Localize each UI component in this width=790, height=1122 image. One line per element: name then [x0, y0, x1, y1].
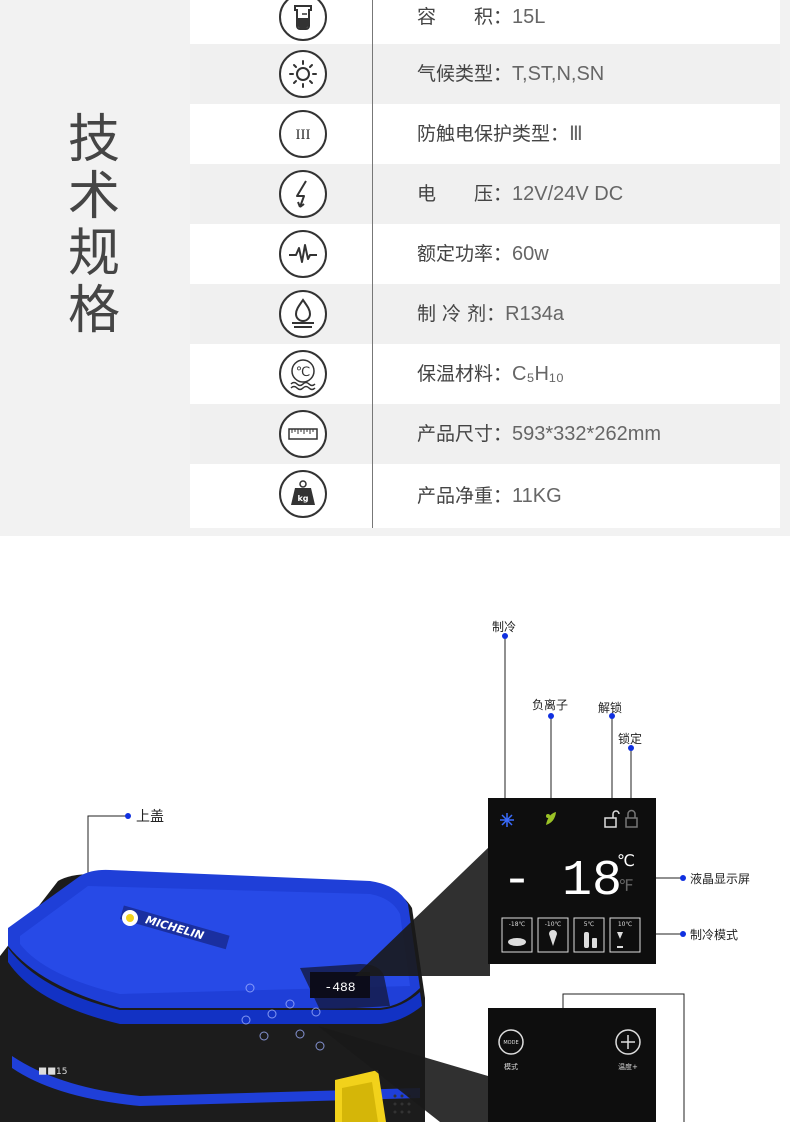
mode-button[interactable] — [498, 1029, 524, 1055]
spec-value: R134a — [505, 303, 565, 325]
callout-dot-unlock — [609, 713, 615, 719]
spec-value: T,ST,N,SN — [512, 63, 605, 85]
mode-box-frozen — [501, 917, 533, 953]
weight-icon: kg — [279, 470, 327, 518]
insulation-temp-icon: ℃ — [279, 350, 327, 398]
spec-value: 11KG — [512, 485, 562, 507]
unit-celsius: ℃ — [617, 851, 635, 870]
spec-row-climate: 气候类型：T,ST,N,SN — [190, 44, 780, 104]
lcd-zoom-pointer — [355, 846, 490, 976]
volume-beaker-icon — [279, 0, 327, 41]
spec-value: 60w — [512, 243, 549, 265]
mode-box-drinks — [573, 917, 605, 953]
callout-dot-lcd — [680, 875, 686, 881]
callout-lcd: 液晶显示屏 — [690, 872, 751, 886]
product-illustration: -488 MICHELIN ◼◼ 15 — [0, 633, 686, 1122]
spec-label: 容 积： — [417, 6, 513, 28]
spec-value: C₅H₁₀ — [512, 363, 565, 385]
lightning-icon — [279, 170, 327, 218]
spec-row-refrigerant: 制 冷 剂：R134a — [190, 284, 780, 344]
plus-icon — [621, 1035, 635, 1049]
spec-row-weight: kg 产品净重：11KG — [190, 464, 780, 528]
mode-temp-label: -18℃ — [509, 921, 526, 928]
spec-label: 制 冷 剂： — [417, 303, 506, 325]
weight-icon-text: kg — [297, 494, 308, 503]
mode-temp-label: 5℃ — [584, 921, 595, 928]
model-label: ◼◼ — [38, 1064, 56, 1077]
spec-title: 技 术 规 格 — [62, 112, 126, 340]
protection-class-text: III — [296, 127, 311, 143]
spec-row-insulation: ℃ 保温材料：C₅H₁₀ — [190, 344, 780, 404]
spec-title-char: 规 — [67, 224, 120, 284]
mode-button-text: MODE — [503, 1040, 518, 1046]
cooler-body: -488 MICHELIN ◼◼ 15 — [0, 869, 425, 1122]
unit-fahrenheit: ℉ — [618, 876, 633, 895]
can-icon — [592, 938, 597, 948]
callout-lid: 上盖 — [136, 809, 164, 825]
callout-dot-lid — [125, 813, 131, 819]
spec-title-char: 术 — [67, 167, 120, 227]
snowflake-icon — [500, 813, 514, 827]
spec-label: 电 压： — [417, 183, 513, 205]
buttons-zoom-pointer — [318, 1026, 488, 1122]
anion-leaf-icon — [546, 812, 556, 825]
mini-display-readout: -488 — [324, 980, 355, 995]
callout-lock: 锁定 — [618, 732, 643, 746]
spec-row-size: 产品尺寸：593*332*262mm — [190, 404, 780, 464]
product-section: -488 MICHELIN ◼◼ 15 — [0, 536, 790, 1122]
spec-label: 防触电保护类型： — [417, 123, 570, 145]
spec-row-power: 额定功率：60w — [190, 224, 780, 284]
callout-unlock: 解锁 — [598, 701, 623, 715]
spec-label: 产品尺寸： — [417, 423, 513, 445]
spec-value: Ⅲ — [569, 123, 583, 145]
fish-icon — [508, 938, 526, 946]
spec-value: 15L — [512, 6, 546, 28]
mode-temp-label: -10℃ — [545, 921, 562, 928]
spec-divider — [372, 0, 373, 528]
mode-button-label: 模式 — [504, 1062, 518, 1071]
lcd-temperature: - 18 — [502, 853, 622, 910]
spec-label: 气候类型： — [417, 63, 513, 85]
spec-row-volume: 容 积：15L — [190, 0, 780, 47]
climate-sun-icon — [279, 50, 327, 98]
bottle-icon — [584, 932, 589, 948]
model-number: 15 — [56, 1067, 67, 1077]
power-wave-icon — [279, 230, 327, 278]
spec-value: 12V/24V DC — [512, 183, 624, 205]
callout-dot-lock — [628, 745, 634, 751]
temp-plus-label: 温度+ — [618, 1062, 638, 1071]
wine-glass-icon — [617, 932, 623, 948]
callout-cooling: 制冷 — [492, 620, 517, 634]
buttons-zoom-panel: MODE 模式 温度+ — [488, 1008, 656, 1122]
refrigerant-drop-icon — [279, 290, 327, 338]
spec-value: 593*332*262mm — [512, 423, 662, 445]
ruler-icon — [279, 410, 327, 458]
lock-icon — [625, 809, 638, 828]
spec-row-protection: III 防触电保护类型：Ⅲ — [190, 104, 780, 164]
callout-cooling-mode: 制冷模式 — [690, 928, 739, 942]
temp-plus-button[interactable] — [615, 1029, 641, 1055]
icecream-icon — [549, 930, 557, 946]
spec-label: 产品净重： — [417, 485, 513, 507]
mode-temp-label: 10℃ — [618, 921, 633, 928]
protection-class-icon: III — [279, 110, 327, 158]
spec-label: 保温材料： — [417, 363, 513, 385]
spec-table: 容 积：15L 气候类型：T,ST,N,SN — [190, 0, 780, 528]
callout-anion: 负离子 — [532, 698, 569, 712]
spec-row-voltage: 电 压：12V/24V DC — [190, 164, 780, 224]
spec-title-char: 格 — [67, 281, 120, 341]
mode-box-wine — [609, 917, 641, 953]
spec-title-char: 技 — [67, 110, 120, 170]
spec-label: 额定功率： — [417, 243, 513, 265]
insulation-temp-text: ℃ — [296, 365, 311, 380]
callout-dot-mode — [680, 931, 686, 937]
unlock-icon — [604, 810, 620, 828]
callout-dot-anion — [548, 713, 554, 719]
lcd-zoom-panel: - 18 ℃ ℉ -18℃ -10℃ 5℃ 10℃ — [488, 798, 656, 964]
callout-dot-cooling — [502, 633, 508, 639]
mode-box-icecream — [537, 917, 569, 953]
spec-section: 技 术 规 格 容 积：15L — [0, 0, 790, 536]
